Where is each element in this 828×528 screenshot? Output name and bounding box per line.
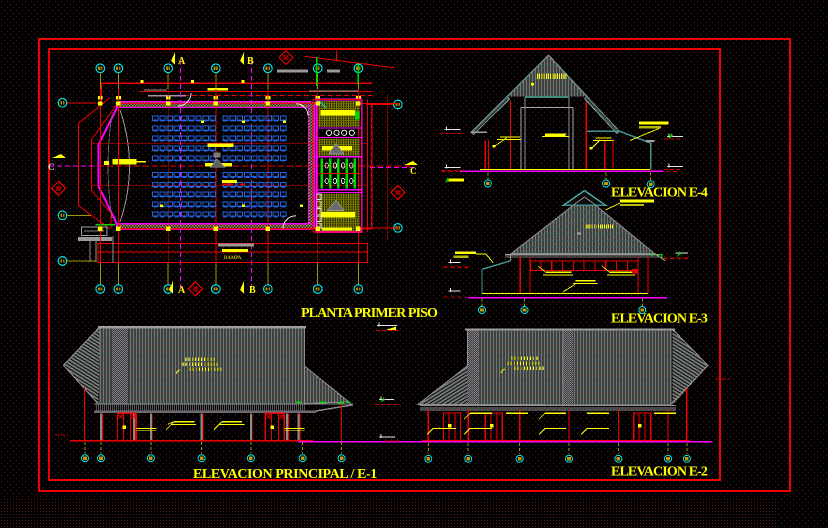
svg-text:ELEVACION PRINCIPAL / E-1: ELEVACION PRINCIPAL / E-1 xyxy=(193,467,377,482)
svg-text:B: B xyxy=(249,285,256,296)
svg-text:RAMPA: RAMPA xyxy=(224,256,242,261)
svg-text:PLANTA PRIMER PISO: PLANTA PRIMER PISO xyxy=(301,306,438,321)
svg-text:ELEVACION E-4: ELEVACION E-4 xyxy=(611,186,708,201)
svg-text:B: B xyxy=(247,56,254,67)
svg-text:C: C xyxy=(410,166,417,176)
svg-text:A: A xyxy=(178,285,186,296)
svg-text:ELEVACION E-3: ELEVACION E-3 xyxy=(611,311,708,326)
svg-text:ELEVACION E-2: ELEVACION E-2 xyxy=(611,465,708,480)
svg-text:C: C xyxy=(48,162,55,172)
svg-text:A: A xyxy=(178,56,186,67)
